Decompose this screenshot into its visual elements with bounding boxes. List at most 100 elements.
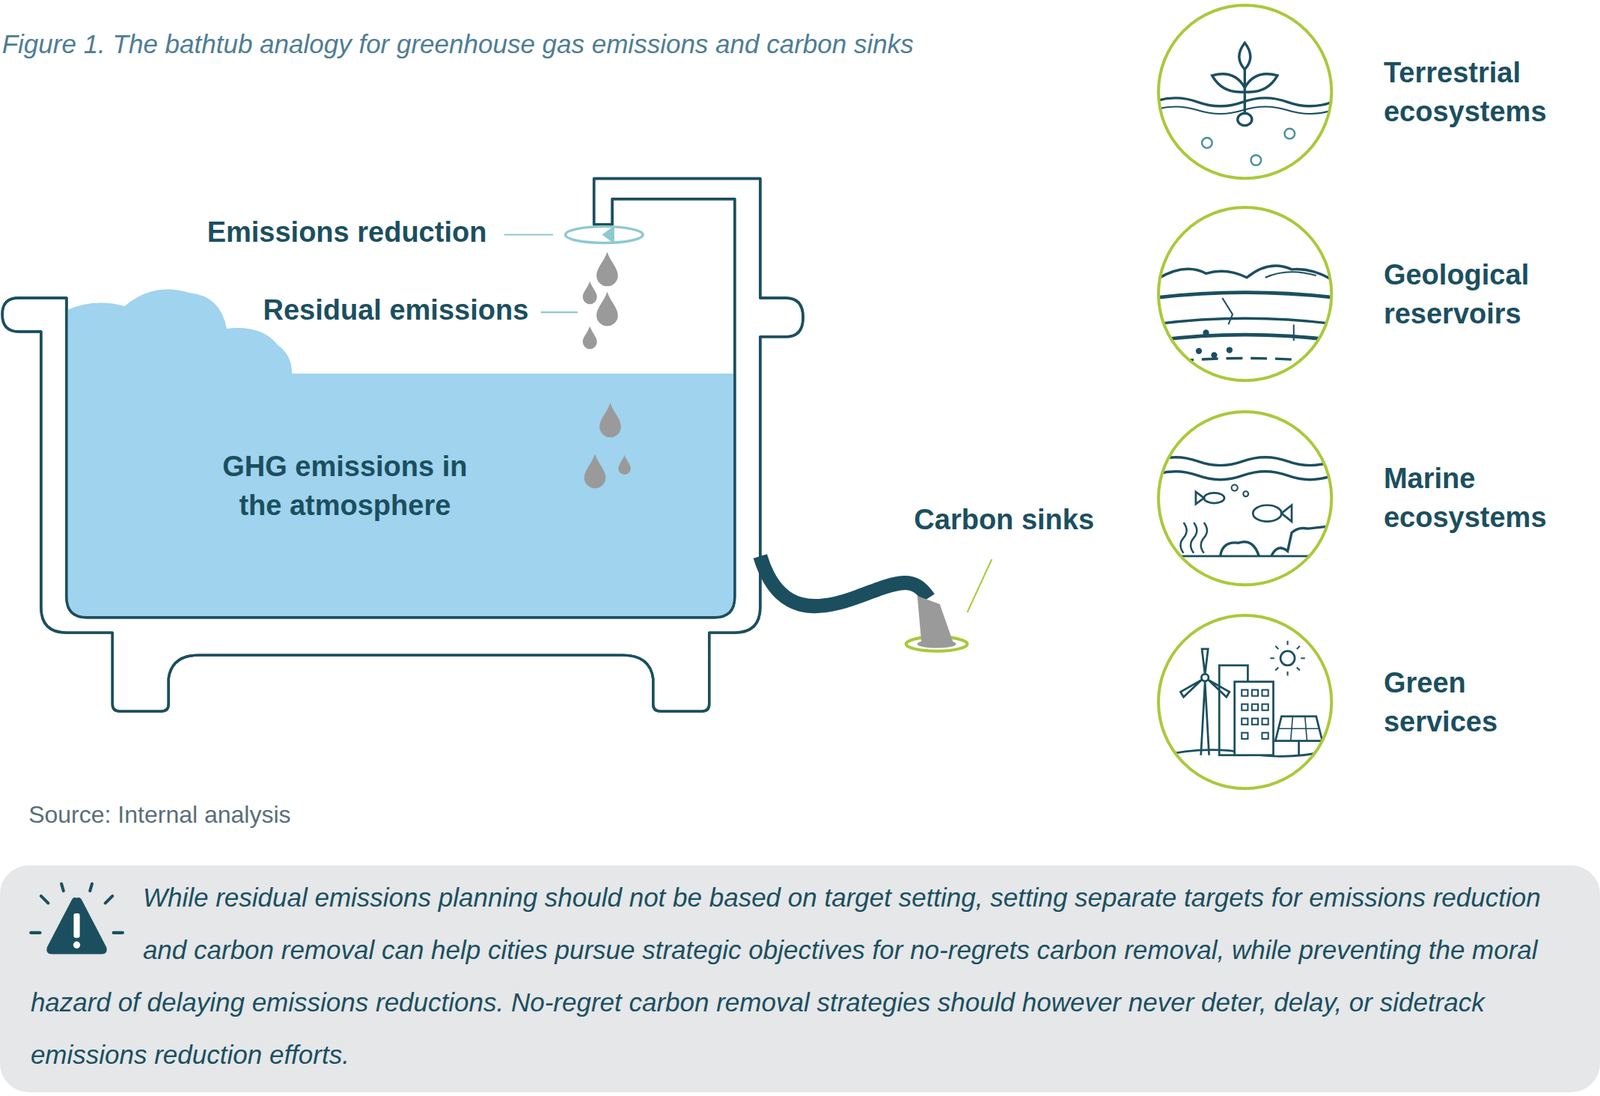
fish-tail — [1195, 491, 1205, 504]
fish — [1252, 505, 1282, 522]
grain — [1197, 348, 1202, 353]
solar-panel — [1275, 716, 1323, 741]
circle-outline-svg — [1156, 409, 1334, 587]
window — [1252, 689, 1258, 696]
sink-label: Geological reservoirs — [1383, 255, 1571, 334]
panel-grid — [1278, 716, 1320, 741]
circle-outline-svg — [1156, 2, 1334, 181]
callout-label: Carbon sinks — [913, 503, 1095, 539]
turbine-blade — [1201, 648, 1208, 675]
drop — [582, 281, 598, 305]
drain-hose — [760, 556, 929, 607]
node-label: GHG emissions in the atmosphere — [215, 446, 474, 525]
circle-label-wrap: Geological reservoirs — [1383, 255, 1571, 334]
drop — [582, 326, 598, 350]
window — [1241, 732, 1248, 739]
stratum — [1153, 334, 1339, 341]
water — [66, 373, 735, 618]
fault — [1293, 324, 1295, 341]
emission-drops — [582, 252, 631, 489]
marine-icon — [1153, 457, 1378, 557]
drop — [618, 455, 631, 475]
windows — [1241, 689, 1268, 738]
warning-note: While residual emissions planning should… — [0, 865, 1600, 1092]
bubble — [1201, 137, 1213, 149]
window — [1261, 718, 1268, 725]
window — [1261, 732, 1268, 739]
terrestrial-icon — [1153, 42, 1378, 166]
bud — [1239, 42, 1251, 69]
window — [1261, 689, 1268, 696]
window — [1241, 689, 1248, 696]
source-note: Source: Internal analysis — [28, 800, 291, 829]
note-text: While residual emissions planning should… — [30, 871, 1560, 1081]
fish-tail — [1281, 505, 1292, 522]
sink-circle: Terrestrial ecosystems — [1156, 2, 1334, 181]
figure-title: Figure 1. The bathtub analogy for greenh… — [2, 28, 914, 60]
circle-label-wrap: Terrestrial ecosystems — [1383, 53, 1571, 131]
circle-outline-svg — [1156, 205, 1334, 383]
building — [1234, 681, 1274, 756]
hill-line — [1153, 265, 1339, 284]
panel-stand — [1297, 740, 1300, 756]
leader-line — [541, 311, 578, 313]
reef — [1271, 526, 1327, 557]
wave-line — [1153, 471, 1378, 480]
bubble — [1284, 128, 1295, 140]
bathtub-outline — [2, 178, 803, 712]
crack — [1222, 297, 1233, 325]
grain — [1212, 353, 1217, 357]
stratum — [1153, 292, 1339, 298]
green-services-icon — [1154, 640, 1337, 757]
stratum — [1153, 318, 1339, 325]
bathtub-body — [2, 178, 803, 712]
drop — [596, 252, 619, 287]
seaweed — [1190, 522, 1197, 554]
grain — [1204, 330, 1208, 335]
callout-label: Emissions reduction — [207, 215, 488, 250]
sun-rays — [1269, 640, 1305, 676]
sink-circle: Marine ecosystems — [1156, 409, 1334, 587]
leader-line — [967, 559, 993, 613]
turn-arrow — [602, 225, 615, 244]
leaf — [1212, 74, 1246, 93]
stratum — [1153, 357, 1339, 363]
turbine-blade — [1180, 679, 1202, 697]
seaweed — [1201, 522, 1208, 554]
circle-outline — [1158, 411, 1332, 585]
seed — [1237, 113, 1253, 125]
sink-circle: Green services — [1156, 612, 1334, 791]
window — [1241, 704, 1248, 711]
sink-label: Terrestrial ecosystems — [1383, 53, 1571, 131]
wave-line — [1153, 457, 1378, 466]
fish — [1204, 492, 1225, 503]
rock — [1220, 541, 1260, 557]
soil-line — [1153, 98, 1378, 107]
circle-outline — [1158, 5, 1332, 179]
seaweed — [1180, 522, 1187, 554]
leaf — [1244, 74, 1278, 93]
icon-space — [30, 871, 143, 976]
callout-label: Residual emissions — [262, 293, 529, 328]
bubble — [1231, 484, 1238, 491]
window — [1252, 704, 1258, 711]
sun — [1280, 651, 1295, 666]
sink-label: Green services — [1383, 663, 1571, 741]
grain — [1227, 347, 1232, 352]
window — [1252, 718, 1258, 725]
drop — [599, 402, 622, 438]
hill-line — [1265, 271, 1317, 278]
leader-line — [504, 233, 554, 235]
atmosphere-water: GHG emissions in the atmosphere — [66, 373, 624, 618]
hose-nozzle — [917, 595, 954, 642]
sink-label: Marine ecosystems — [1383, 458, 1571, 537]
circle-label-wrap: Green services — [1383, 663, 1571, 741]
bubble — [1251, 154, 1262, 166]
sink-circle: Geological reservoirs — [1156, 205, 1334, 383]
foam-cloud — [66, 289, 292, 374]
turbine-hub — [1201, 673, 1209, 682]
drop — [596, 291, 619, 327]
circle-outline — [1158, 207, 1332, 381]
drop — [584, 453, 607, 488]
circle-label-wrap: Marine ecosystems — [1383, 458, 1571, 537]
